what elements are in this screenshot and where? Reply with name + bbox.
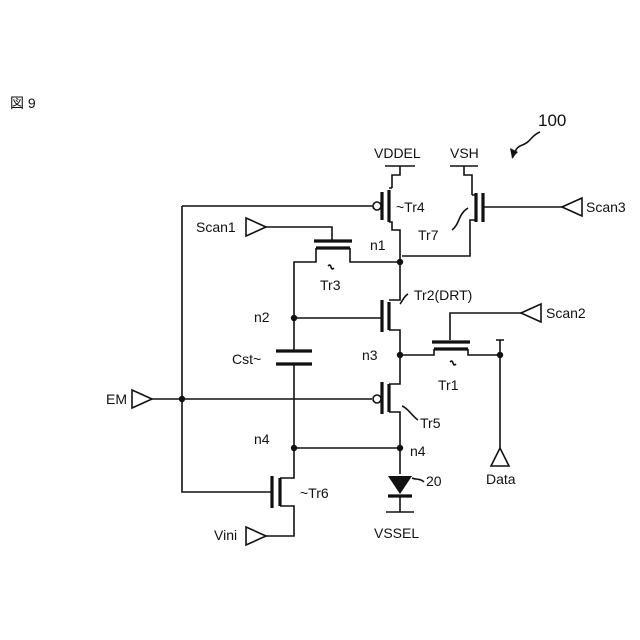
node-n4-right-label: n4 (410, 443, 426, 459)
em-label: EM (106, 391, 127, 407)
vini-input-triangle (246, 527, 266, 545)
cst-label: Cst~ (232, 351, 261, 367)
scan1-label: Scan1 (196, 219, 236, 235)
tr2-leader (400, 294, 408, 304)
scan1-input-triangle (246, 218, 266, 236)
scan2-input-triangle (521, 304, 541, 322)
tr1-transistor (400, 342, 500, 355)
vini-label: Vini (214, 527, 237, 543)
vssel-label: VSSEL (374, 525, 419, 541)
diode-leader (412, 478, 424, 482)
tr2-label: Tr2(DRT) (414, 287, 472, 303)
node-n2-label: n2 (254, 309, 270, 325)
tr3-label: Tr3 (320, 277, 341, 293)
scan2-label: Scan2 (546, 305, 586, 321)
tr3-tilde (328, 265, 334, 269)
diode-label: 20 (426, 473, 442, 489)
tr5-label: Tr5 (420, 415, 441, 431)
reference-number: 100 (538, 111, 566, 130)
cst-capacitor (276, 318, 312, 448)
vddel-label: VDDEL (374, 145, 421, 161)
figure-label: 図 9 (10, 95, 36, 111)
scan2-line (450, 313, 521, 340)
vddel-rail (385, 166, 415, 188)
node-n4-left-label: n4 (254, 431, 270, 447)
em-input-triangle (132, 390, 152, 408)
vsh-label: VSH (450, 145, 479, 161)
tr2-transistor (294, 262, 400, 355)
tr7-leader (452, 208, 468, 230)
scan3-label: Scan3 (586, 199, 626, 215)
data-label: Data (486, 471, 516, 487)
tr5-transistor (373, 355, 400, 448)
node-n3-label: n3 (362, 347, 378, 363)
tr1-tilde (450, 361, 456, 365)
tr1-label: Tr1 (438, 377, 459, 393)
tr5-leader (402, 406, 418, 420)
tr6-label: ~Tr6 (300, 485, 329, 501)
data-input-triangle (491, 448, 509, 466)
reference-leader (512, 132, 540, 158)
tr7-transistor (402, 193, 562, 256)
scan1-line (266, 227, 332, 240)
node-n1-label: n1 (370, 237, 386, 253)
scan3-input-triangle (562, 198, 582, 216)
vsh-rail (450, 166, 478, 195)
tr4-label: ~Tr4 (396, 199, 425, 215)
tr7-label: Tr7 (418, 227, 439, 243)
